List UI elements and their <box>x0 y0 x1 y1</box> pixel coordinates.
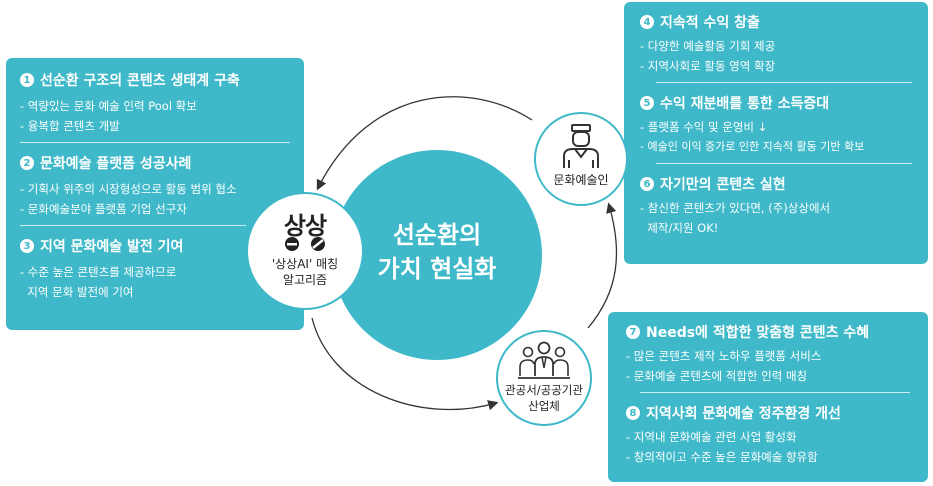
section-title: 선순환 구조의 콘텐츠 생태계 구축 <box>40 73 240 89</box>
number-badge: 6 <box>640 177 654 191</box>
section-title: 지역사회 문화예술 정주환경 개선 <box>646 406 841 422</box>
section-title: 자기만의 콘텐츠 실현 <box>660 177 786 193</box>
number-badge: 7 <box>626 325 640 339</box>
logo-text: 상상 <box>283 212 327 240</box>
arrow-matching-to-company <box>311 317 499 411</box>
divider <box>640 392 910 393</box>
people-group-icon <box>518 341 570 379</box>
sangsang-logo: 상상 <box>277 214 333 252</box>
left-panel: 1 선순환 구조의 콘텐츠 생태계 구축 - 역량있는 문화 예술 인력 Pool… <box>6 58 304 330</box>
section-item: - 수준 높은 콘텐츠를 제공하므로 <box>20 265 177 279</box>
matching-label: '상상AI' 매칭 알고리즘 <box>271 257 339 287</box>
section-item: - 플랫폼 수익 및 운영비 ↓ <box>640 120 768 134</box>
center-title: 선순환의 가치 현실화 <box>377 221 497 283</box>
section-7: 7 Needs에 적합한 맞춤형 콘텐츠 수혜 - 많은 콘텐츠 제작 노하우 플… <box>626 322 910 386</box>
number-badge: 5 <box>640 96 654 110</box>
divider <box>20 225 246 226</box>
section-title: Needs에 적합한 맞춤형 콘텐츠 수혜 <box>646 325 870 341</box>
section-item: - 다양한 예술활동 기회 제공 <box>640 39 776 53</box>
number-badge: 2 <box>20 156 34 170</box>
section-item: - 역량있는 문화 예술 인력 Pool 확보 <box>20 99 197 113</box>
number-badge: 4 <box>640 15 654 29</box>
section-item: - 지역사회로 활동 영역 확장 <box>640 59 776 73</box>
section-title: 수익 재분배를 통한 소득증대 <box>660 96 830 112</box>
divider <box>656 82 912 83</box>
section-item: - 융복합 콘텐츠 개발 <box>20 119 120 133</box>
artist-label: 문화예술인 <box>553 173 609 187</box>
section-item: 제작/지원 OK! <box>640 221 719 235</box>
company-label: 관공서/공공기관 산업체 <box>505 383 583 413</box>
section-2: 2 문화예술 플랫폼 성공사례 - 기획사 위주의 시장형성으로 활동 범위 협소… <box>20 153 290 219</box>
section-item: - 문화예술분야 플랫폼 기업 선구자 <box>20 202 187 216</box>
number-badge: 1 <box>20 73 34 87</box>
logo-circles <box>285 237 325 251</box>
center-circle <box>332 150 542 360</box>
number-badge: 8 <box>626 406 640 420</box>
section-item: - 많은 콘텐츠 제작 노하우 플랫폼 서비스 <box>626 349 822 363</box>
section-6: 6 자기만의 콘텐츠 실현 - 참신한 콘텐츠가 있다면, (주)상상에서 제작/… <box>640 174 912 238</box>
arrow-company-to-artist <box>587 202 618 329</box>
top-right-panel: 4 지속적 수익 창출 - 다양한 예술활동 기회 제공 - 지역사회로 활동 영… <box>624 2 928 264</box>
section-title: 문화예술 플랫폼 성공사례 <box>40 156 192 172</box>
bottom-right-panel: 7 Needs에 적합한 맞춤형 콘텐츠 수혜 - 많은 콘텐츠 제작 노하우 플… <box>608 312 928 482</box>
section-5: 5 수익 재분배를 통한 소득증대 - 플랫폼 수익 및 운영비 ↓ - 예술인 … <box>640 93 912 157</box>
artist-icon <box>563 124 599 168</box>
section-title: 지속적 수익 창출 <box>660 15 760 31</box>
section-1: 1 선순환 구조의 콘텐츠 생태계 구축 - 역량있는 문화 예술 인력 Pool… <box>20 70 290 136</box>
arrow-artist-to-matching <box>316 96 533 191</box>
matching-node: 상상 '상상AI' 매칭 알고리즘 <box>246 192 364 310</box>
section-item: - 기획사 위주의 시장형성으로 활동 범위 협소 <box>20 182 237 196</box>
section-item: - 문화예술 콘텐츠에 적합한 인력 매칭 <box>626 369 808 383</box>
company-node: 관공서/공공기관 산업체 <box>496 330 592 426</box>
divider <box>20 142 290 143</box>
divider <box>656 163 912 164</box>
number-badge: 3 <box>20 239 34 253</box>
section-item: 지역 문화 발전에 기여 <box>20 285 134 299</box>
section-4: 4 지속적 수익 창출 - 다양한 예술활동 기회 제공 - 지역사회로 활동 영… <box>640 12 912 76</box>
section-title: 지역 문화예술 발전 기여 <box>40 239 184 255</box>
section-3: 3 지역 문화예술 발전 기여 - 수준 높은 콘텐츠를 제공하므로 지역 문화 … <box>20 236 290 302</box>
section-item: - 참신한 콘텐츠가 있다면, (주)상상에서 <box>640 201 831 215</box>
section-item: - 창의적이고 수준 높은 문화예술 향유함 <box>626 450 818 464</box>
artist-node: 문화예술인 <box>534 112 628 206</box>
section-item: - 예술인 이익 증가로 인한 지속적 활동 기반 확보 <box>640 140 865 153</box>
section-item: - 지역내 문화예술 관련 사업 활성화 <box>626 430 797 444</box>
